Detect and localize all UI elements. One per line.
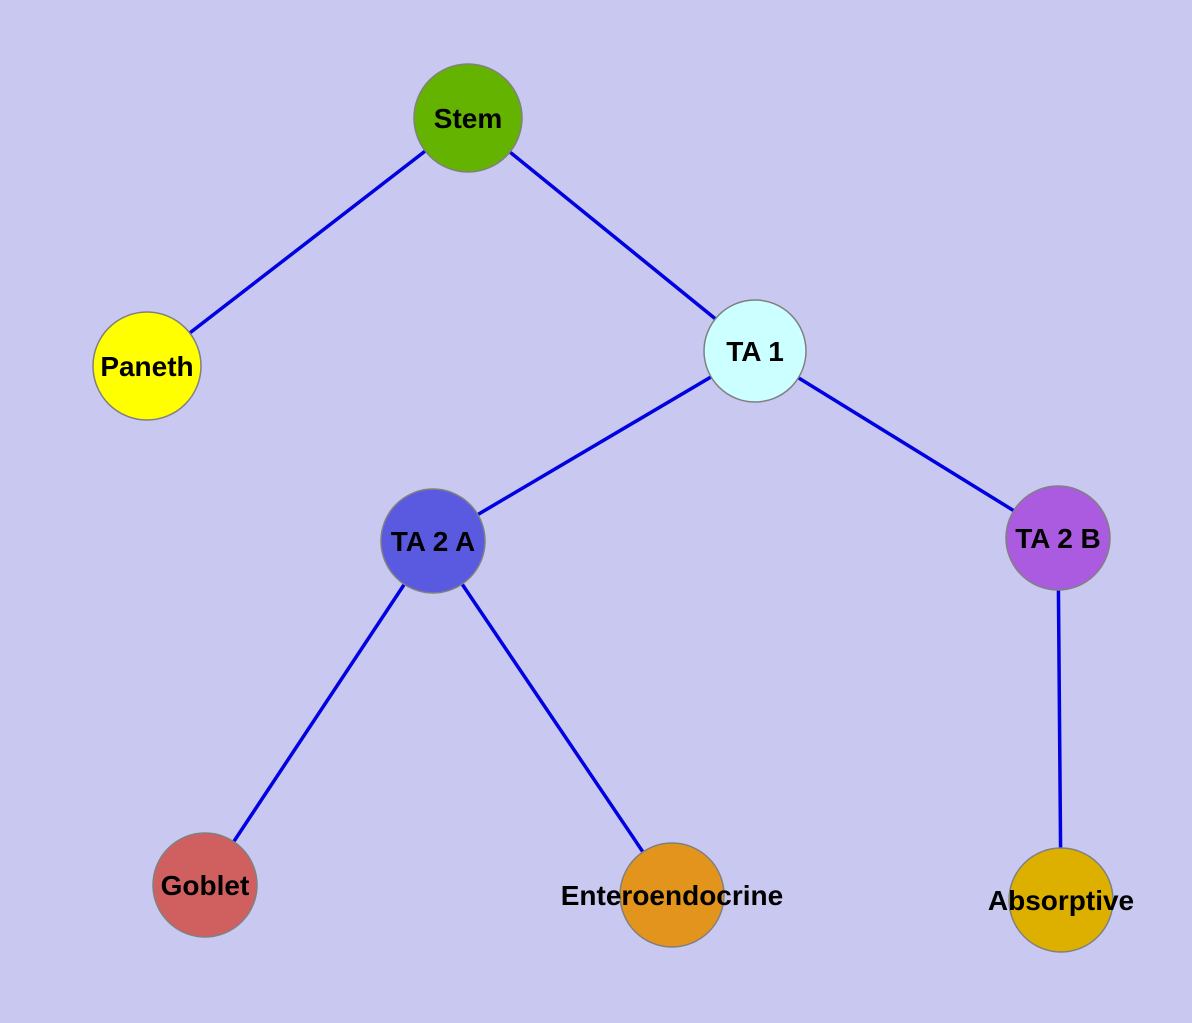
node-ta1: TA 1 bbox=[703, 299, 807, 403]
node-circle-ta2a bbox=[380, 488, 486, 594]
edge-stem-paneth bbox=[145, 116, 470, 368]
node-circle-stem bbox=[413, 63, 523, 173]
node-ta2a: TA 2 A bbox=[380, 488, 486, 594]
node-label-ta1: TA 1 bbox=[726, 336, 784, 367]
node-circle-enteroendocrine bbox=[619, 842, 725, 948]
node-label-ta2a: TA 2 A bbox=[391, 526, 476, 557]
edge-ta1-ta2b bbox=[754, 349, 1059, 540]
node-paneth: Paneth bbox=[92, 311, 202, 421]
node-label-goblet: Goblet bbox=[161, 870, 250, 901]
edge-ta1-ta2a bbox=[432, 349, 756, 543]
node-circle-goblet bbox=[152, 832, 258, 938]
node-circle-absorptive bbox=[1008, 847, 1114, 953]
edge-ta2a-goblet bbox=[203, 540, 435, 886]
node-label-ta2b: TA 2 B bbox=[1015, 523, 1101, 554]
node-circle-ta2b bbox=[1005, 485, 1111, 591]
node-label-enteroendocrine: Enteroendocrine bbox=[561, 880, 783, 911]
edge-stem-ta1 bbox=[466, 116, 757, 353]
node-stem: Stem bbox=[413, 63, 523, 173]
node-enteroendocrine: Enteroendocrine bbox=[561, 842, 783, 948]
node-label-stem: Stem bbox=[434, 103, 502, 134]
node-label-paneth: Paneth bbox=[100, 351, 193, 382]
node-absorptive: Absorptive bbox=[988, 847, 1134, 953]
node-ta2b: TA 2 B bbox=[1005, 485, 1111, 591]
edge-ta2b-absorptive bbox=[1056, 537, 1063, 901]
node-circle-ta1 bbox=[703, 299, 807, 403]
edge-ta2a-enteroendocrine bbox=[431, 540, 674, 896]
node-goblet: Goblet bbox=[152, 832, 258, 938]
node-circle-paneth bbox=[92, 311, 202, 421]
node-label-absorptive: Absorptive bbox=[988, 885, 1134, 916]
